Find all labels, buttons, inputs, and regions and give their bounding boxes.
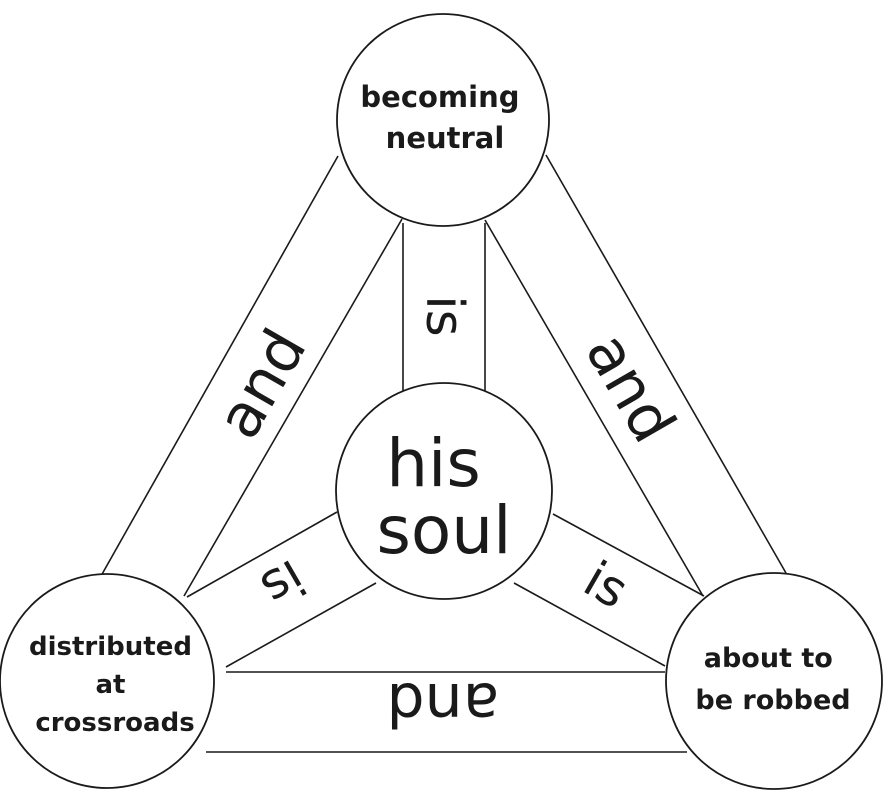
band-left-right (206, 671, 687, 753)
node-top-circle (336, 13, 550, 227)
node-center-label: his soul (377, 425, 512, 569)
node-right-label: about to be robbed (695, 643, 850, 716)
node-center-circle (335, 382, 553, 600)
edge-label-center-left: is (251, 548, 315, 618)
edge-label-center-top: is (414, 295, 474, 337)
band-top-right (484, 154, 787, 597)
node-left-circle (0, 573, 215, 789)
node-top-label: becoming neutral (360, 80, 529, 155)
node-right-line-1: about to (704, 643, 833, 674)
spoke-center-left (186, 511, 377, 668)
spoke-center-top (402, 223, 486, 392)
edge-label-center-right: is (574, 550, 638, 620)
band-top-left (100, 155, 403, 597)
node-top-line-2: neutral (386, 121, 505, 155)
spoke-center-right (513, 513, 705, 667)
node-left-label: distributed at crossroads (29, 632, 201, 738)
node-right-line-2: be robbed (695, 685, 850, 716)
node-top-line-1: becoming (360, 80, 519, 114)
node-left-line-3: crossroads (35, 708, 194, 738)
edge-label-left-right: and (387, 669, 500, 739)
node-center-line-2: soul (377, 492, 512, 569)
node-center-line-1: his (386, 425, 481, 502)
edge-label-top-right: and (571, 322, 688, 455)
node-left-line-1: distributed (29, 632, 192, 662)
node-right-circle (665, 572, 883, 790)
edge-label-top-left: and (203, 318, 320, 451)
node-left-line-2: at (95, 670, 125, 700)
